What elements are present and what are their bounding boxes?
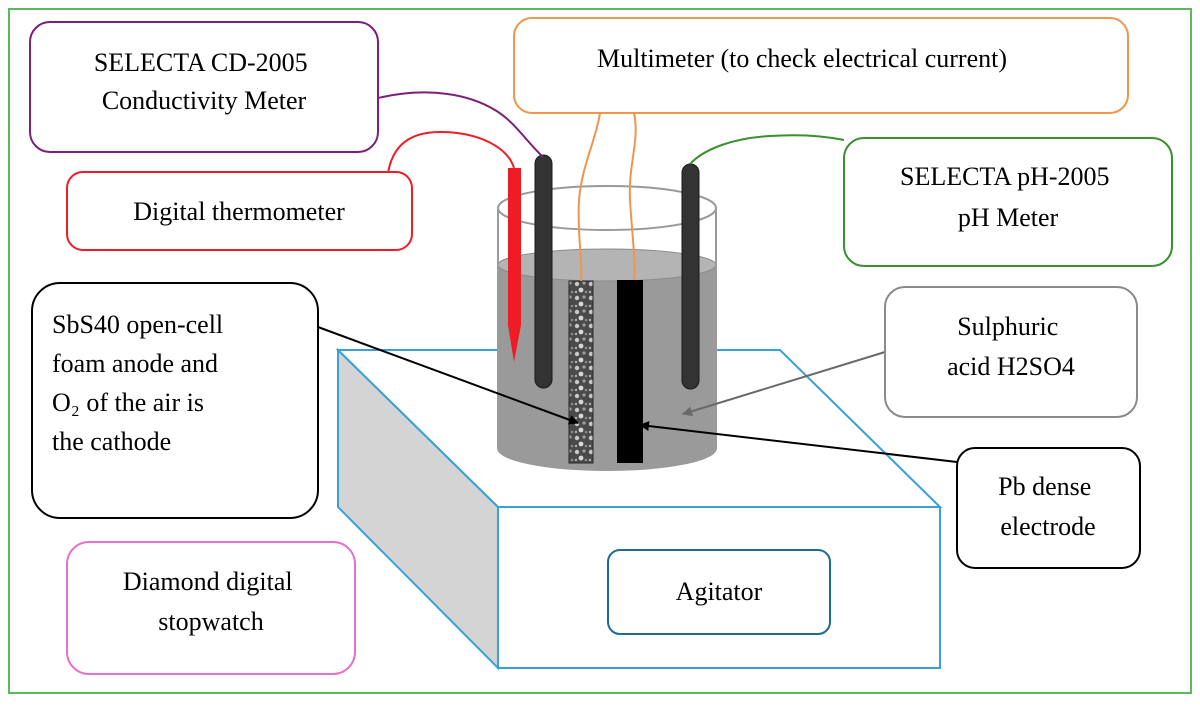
ph-wire (689, 134, 845, 165)
multimeter-wire-2 (628, 112, 637, 281)
pb-electrode-box (956, 447, 1141, 569)
anode-arrow (317, 326, 579, 425)
agitator-label: Agitator (676, 577, 763, 606)
acid-arrow (682, 351, 886, 417)
anode-label: SbS40 open-cell foam anode and O₂ of the… (52, 310, 230, 456)
conductivity-meter-box (29, 21, 379, 153)
pb-arrow (639, 421, 958, 463)
agitator-front-face (497, 506, 941, 669)
stopwatch-label: Diamond digital stopwatch (123, 567, 299, 636)
thermometer-wire (387, 130, 515, 174)
anode-box (31, 282, 319, 519)
pb-electrode-label: Pb dense electrode (998, 472, 1098, 541)
agitator-label-box (607, 549, 831, 635)
ph-meter-label: SELECTA pH-2005 pH Meter (900, 162, 1116, 232)
stopwatch-box (66, 541, 356, 675)
sulphuric-acid-label: Sulphuric acid H2SO4 (947, 312, 1075, 381)
thermometer-probe (508, 168, 521, 362)
multimeter-wire-1 (577, 112, 601, 282)
ph-probe (681, 163, 700, 390)
multimeter-box (513, 17, 1129, 114)
conductivity-meter-label: SELECTA CD-2005 Conductivity Meter (94, 48, 314, 115)
conductivity-probe (534, 154, 553, 389)
ph-meter-box (843, 137, 1173, 267)
pb-electrode (617, 280, 643, 463)
outer-frame (8, 8, 1192, 694)
digital-thermometer-box (66, 171, 413, 251)
digital-thermometer-label: Digital thermometer (133, 197, 345, 226)
multimeter-label: Multimeter (to check electrical current) (597, 44, 1007, 73)
beaker-bottom (497, 447, 717, 471)
sulphuric-acid-box (884, 286, 1138, 418)
conductivity-wire (377, 91, 544, 158)
foam-anode (568, 280, 594, 464)
